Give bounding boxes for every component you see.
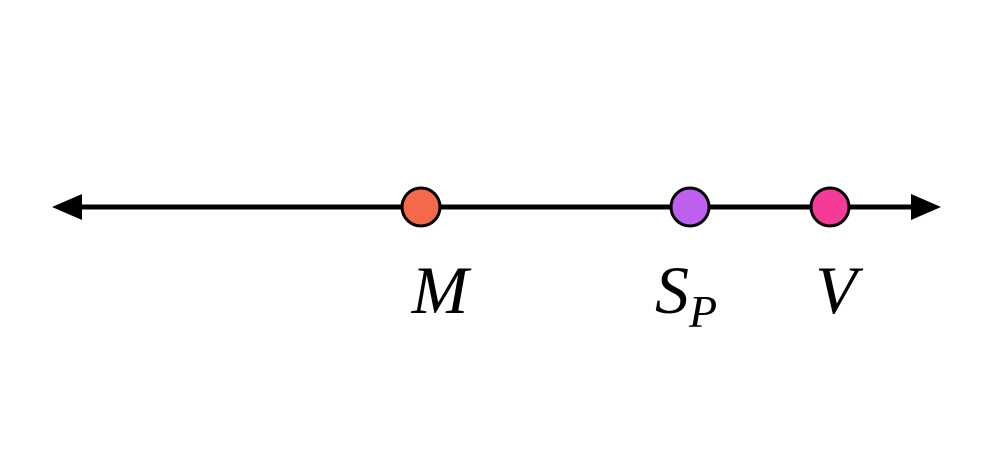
left-arrowhead-icon bbox=[52, 194, 82, 220]
label-SP: SP bbox=[655, 252, 717, 337]
right-arrowhead-icon bbox=[911, 194, 941, 220]
label-M: M bbox=[411, 252, 472, 328]
point-SP bbox=[669, 186, 711, 228]
point-V bbox=[809, 186, 851, 228]
point-M bbox=[400, 186, 442, 228]
label-V: V bbox=[815, 252, 864, 328]
